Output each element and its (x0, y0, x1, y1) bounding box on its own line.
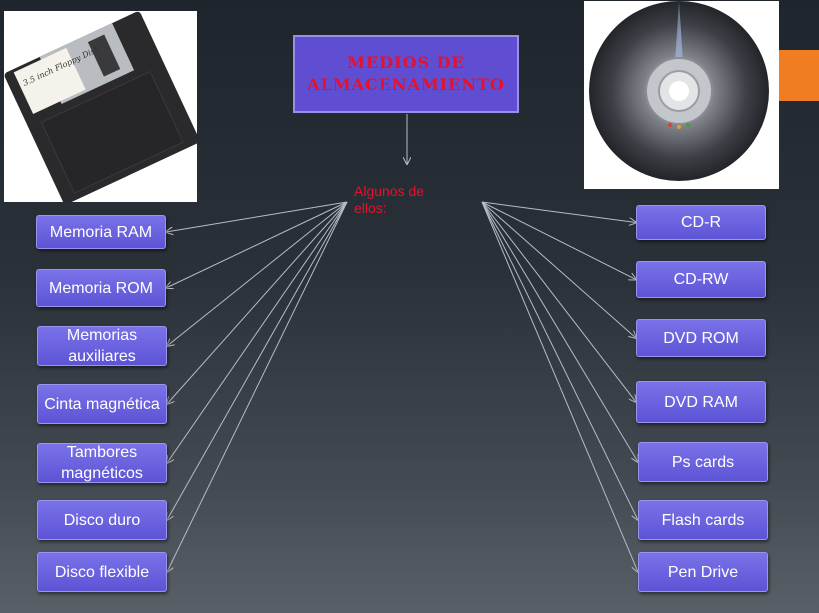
node-flash-cards[interactable]: Flash cards (638, 500, 768, 540)
node-dvd-ram[interactable]: DVD RAM (636, 381, 766, 423)
floppy-disk-image: 3.5 inch Floppy Disk (4, 11, 200, 204)
left-connector-6 (167, 201, 348, 572)
left-connector-1 (166, 201, 348, 288)
left-connector-0 (166, 201, 348, 232)
node-tambores-magneticos[interactable]: Tambores magnéticos (37, 443, 167, 483)
node-memoria-ram[interactable]: Memoria RAM (36, 215, 166, 249)
title-line-2: Almacenamiento (307, 75, 505, 94)
left-connector-4 (167, 201, 348, 463)
right-connector-group (481, 201, 638, 572)
node-cd-rw[interactable]: CD-RW (636, 261, 766, 298)
title-line-1: Medios de (347, 53, 465, 72)
right-connector-3 (481, 201, 636, 402)
node-pen-drive[interactable]: Pen Drive (638, 552, 768, 592)
node-dvd-rom[interactable]: DVD ROM (636, 319, 766, 357)
right-connector-6 (481, 201, 638, 572)
node-memoria-rom[interactable]: Memoria ROM (36, 269, 166, 307)
right-connector-5 (481, 201, 638, 520)
node-memorias-auxiliares[interactable]: Memorias auxiliares (37, 326, 167, 366)
title-box[interactable]: Medios de Almacenamiento (293, 35, 519, 113)
node-disco-duro[interactable]: Disco duro (37, 500, 167, 540)
node-cd-r[interactable]: CD-R (636, 205, 766, 240)
left-connector-2 (167, 201, 348, 346)
right-connector-1 (481, 201, 636, 280)
node-cinta-magnetica[interactable]: Cinta magnética (37, 384, 167, 424)
left-connector-group (166, 201, 348, 572)
node-ps-cards[interactable]: Ps cards (638, 442, 768, 482)
node-disco-flexible[interactable]: Disco flexible (37, 552, 167, 592)
subtitle-text: Algunos de ellos: (354, 183, 425, 216)
orange-accent-square (779, 50, 819, 101)
right-connector-4 (481, 201, 638, 462)
cd-disc-image (584, 1, 779, 189)
right-connector-0 (481, 201, 636, 223)
right-connector-2 (481, 201, 636, 338)
left-connector-3 (167, 201, 348, 404)
left-connector-5 (167, 201, 348, 520)
